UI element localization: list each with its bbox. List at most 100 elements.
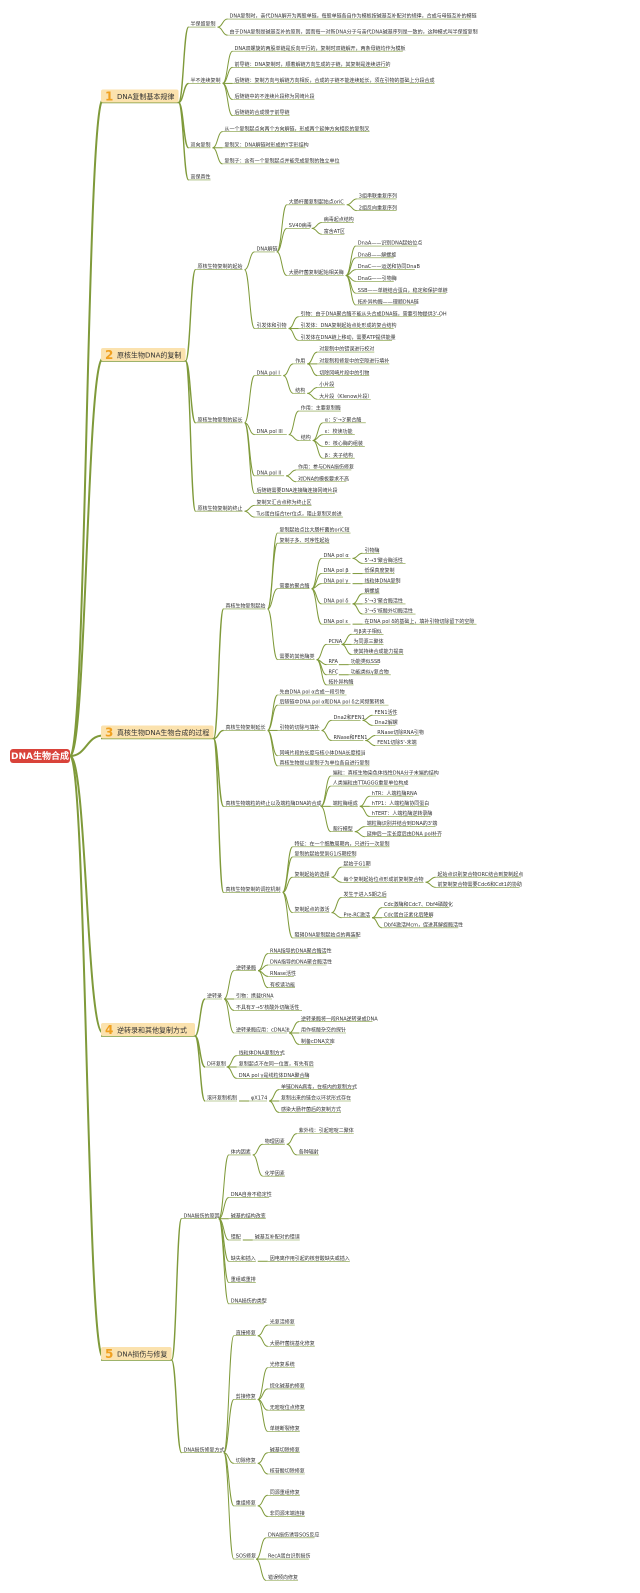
leaf-node: 在DNA pol δ的基础上，填补引物切除留下的空隙 [365, 618, 475, 625]
subtopic-node: DNA pol I [257, 370, 280, 376]
subtopic-node: 逆转录酶 [236, 964, 256, 971]
leaf-node: 引发体在DNA链上移动，需要ATP提供能量 [301, 334, 396, 341]
leaf-node: 拓扑异构酶——理顺DNA链 [358, 299, 419, 306]
leaf-node: DNA复制时，亲代DNA解开为两股单链，每股单链各自作为模板按碱基互补配对的规律… [230, 13, 477, 20]
leaf-node: 特征：在一个细胞周期内，只进行一次复制 [295, 840, 390, 847]
subtopic-node: 作用 [295, 357, 305, 364]
leaf-node: 后随链中的不连续片段称为冈崎片段 [235, 93, 315, 100]
subtopic-node: SOS修复 [236, 1553, 256, 1560]
leaf-node: 对DNA的模板要求不高 [298, 475, 349, 482]
leaf-node: RNase切除RNA引物 [377, 729, 424, 736]
leaf-node: 5'→3'聚合酶活性 [365, 557, 403, 564]
subtopic-node: φX174 [251, 1096, 267, 1102]
leaf-node: DNA pol γ是线粒体DNA聚合酶 [239, 1072, 310, 1079]
leaf-node: 端粒酶识别并结合到DNA的3'端 [367, 820, 438, 827]
leaf-node: 小片段 [319, 381, 334, 388]
leaf-node: 光复活修复 [270, 1319, 295, 1326]
topic-node: 半不连续复制 [191, 77, 221, 84]
leaf-node: 延伸后一定长度后由DNA pol补齐 [367, 830, 442, 837]
leaf-node: RNase活性 [270, 970, 296, 977]
leaf-node: 复制叉汇合点称为终止区 [257, 499, 312, 506]
leaf-node: 为同源三聚体 [354, 638, 384, 645]
section-number: 1 [105, 90, 113, 104]
leaf-node: 后随链中DNA pol α和DNA pol δ之间频繁转换 [280, 699, 385, 706]
leaf-node: 发生于进入S期之后 [344, 891, 387, 898]
leaf-node: 不具有3'→5'核酸外切酶活性 [236, 1004, 299, 1011]
leaf-node: 与β夹子相似 [354, 628, 382, 635]
leaf-node: 5'→3'聚合酶活性 [365, 598, 403, 605]
leaf-node: β：夹子结构 [325, 452, 353, 459]
subtopic-node: 逆转录酶应用：cDNA法 [236, 1027, 290, 1034]
leaf-node: 2组反向重复序列 [359, 204, 397, 211]
subtopic-node: 剪接修复 [236, 1393, 256, 1400]
subtopic-node: SV40病毒 [289, 222, 312, 229]
leaf-node: 由于DNA复制是碱基互补的原则，因而每一对新DNA分子与亲代DNA碱基序列是一致… [230, 29, 478, 36]
leaf-node: 复制子：含有一个复制起点并能完成复制的独立单位 [225, 157, 340, 164]
leaf-node: RNA指导的DNA聚合酶活性 [270, 947, 332, 954]
leaf-node: 拓扑异构酶 [329, 678, 354, 685]
leaf-node: 作用：参与DNA损伤修复 [298, 464, 354, 471]
section-node [101, 89, 179, 103]
section-label: DNA复制基本规律 [117, 92, 174, 101]
topic-node: 高保真性 [191, 174, 211, 181]
leaf-node: Dna2解螺 [375, 719, 398, 726]
subtopic-node: 大肠杆菌复制起始点oriC [289, 198, 345, 205]
leaf-node: 低保真度复制 [365, 567, 395, 574]
leaf-node: DNA损伤的类型 [231, 1297, 267, 1304]
section-node [101, 348, 186, 361]
leaf-node: FEN1切除5'-末端 [377, 739, 416, 746]
subtopic-node: Pre-RC激活 [344, 911, 370, 918]
subtopic-node: 每个复制起始位点形成前复制复合物 [344, 876, 424, 883]
section-label: 真核生物DNA生物合成的过程 [117, 728, 209, 737]
section-label: 原核生物DNA的复制 [117, 351, 181, 360]
subtopic-node: 复制起始的选择 [295, 871, 330, 878]
subtopic-node: 端粒酶组成 [333, 800, 358, 807]
leaf-node: 非同源末端连接 [270, 1510, 305, 1517]
topic-node: DNA损伤修复方式 [184, 1446, 225, 1453]
leaf-node: 使其持续合成能力提高 [354, 648, 404, 655]
subtopic-node: 缺失和插入 [231, 1255, 256, 1262]
leaf-node: 起始点识别复合物ORC结合到复制起点 [438, 871, 524, 878]
leaf-node: 后随链：复制方向与解链方向相反，合成的子链不能连续延长，须在引物的基础上分段合成 [235, 77, 435, 84]
leaf-node: 后随链的合成慢于前导链 [235, 109, 290, 116]
section-number: 4 [105, 1023, 113, 1037]
leaf-node: 病毒起点结构 [324, 216, 354, 223]
topic-node: 原核生物复制的延长 [198, 416, 243, 423]
leaf-node: 各种辐射 [299, 1149, 319, 1156]
section-label: 逆转录和其他复制方式 [117, 1026, 187, 1035]
section-node [101, 725, 214, 739]
leaf-node: 无嘧啶位点修复 [270, 1404, 305, 1411]
leaf-node: 对复制和修复中的空隙进行填补 [319, 357, 389, 364]
topic-node: 双向复制 [191, 141, 211, 148]
root-label: DNA生物合成 [11, 750, 69, 762]
leaf-node: 3'→5'核酸外切酶活性 [365, 608, 413, 615]
subtopic-node: RFA [329, 659, 339, 665]
subtopic-node: 引发体和引物 [257, 322, 287, 329]
leaf-node: RecA蛋白识别损伤 [268, 1553, 311, 1560]
subtopic-node: 复制起点的激活 [295, 906, 330, 913]
leaf-node: 烷化碱基的修复 [270, 1383, 305, 1390]
leaf-node: 单链断裂修复 [270, 1425, 300, 1432]
leaf-node: 真核生物是以复制子为单位各自进行复制 [280, 759, 370, 766]
leaf-node: 作用：主要复制酶 [301, 405, 341, 412]
subtopic-node: 错配 [231, 1234, 241, 1241]
topic-node: D环复制 [207, 1061, 226, 1068]
section-number: 3 [105, 726, 113, 740]
leaf-node: ε：校读功能 [325, 428, 353, 435]
leaf-node: 用作核酸杂交的探针 [301, 1027, 346, 1034]
leaf-node: 前复制复合物需要Cdc6和Cdt1的协助 [438, 881, 522, 888]
topic-node: 半保留复制 [191, 21, 216, 28]
leaf-node: DnaB——解螺旋 [358, 251, 397, 258]
leaf-node: 功能类似γ复合物 [351, 668, 389, 675]
leaf-node: 复制的起始受到G1/S期控制 [295, 851, 357, 858]
leaf-node: 人类端粒由TTAGGG重复单位构成 [333, 780, 409, 787]
leaf-node: DnaG——引物酶 [358, 275, 397, 282]
leaf-node: 复制叉：DNA解链时形成的Y字形结构 [225, 141, 309, 148]
subtopic-node: DNA pol II [257, 470, 282, 476]
leaf-node: Cdc蛋白泛素化后降解 [384, 911, 433, 918]
leaf-node: 碱基切除修复 [270, 1446, 300, 1453]
subtopic-node: 需要的其他酶类 [280, 653, 315, 660]
leaf-node: 光修复系统 [270, 1361, 295, 1368]
subtopic-node: 结构 [301, 434, 311, 441]
topic-node: 真核生物端粒的终止以及端粒酶DNA的合成 [226, 800, 322, 807]
